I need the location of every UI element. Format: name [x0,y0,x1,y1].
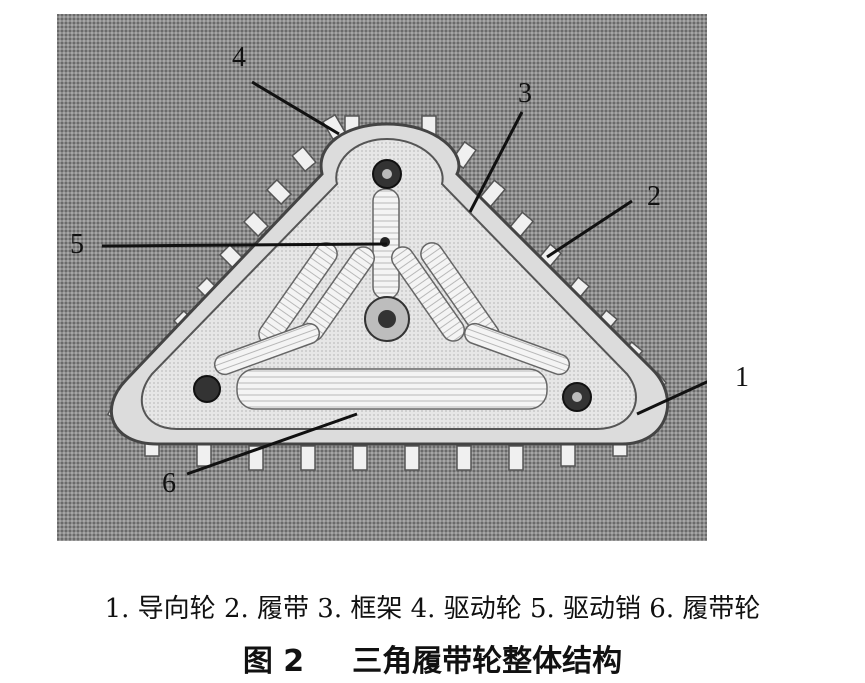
callout-2: 2 [647,181,661,212]
callout-1: 1 [735,362,749,393]
figure-legend: 1. 导向轮 2. 履带 3. 框架 4. 驱动轮 5. 驱动销 6. 履带轮 [104,594,761,624]
track-wheel-photo [57,14,707,541]
idler-hub-left [193,375,221,403]
callout-6: 6 [162,468,176,499]
figure-caption: 图 2 三角履带轮整体结构 [0,636,865,680]
figure-number: 图 2 [242,644,305,679]
callout-4: 4 [232,42,246,73]
figure-title: 三角履带轮整体结构 [352,644,623,679]
callout-5: 5 [70,229,84,260]
callout-3: 3 [518,78,532,109]
frame-slots [213,188,571,410]
leader-lines [101,80,707,476]
